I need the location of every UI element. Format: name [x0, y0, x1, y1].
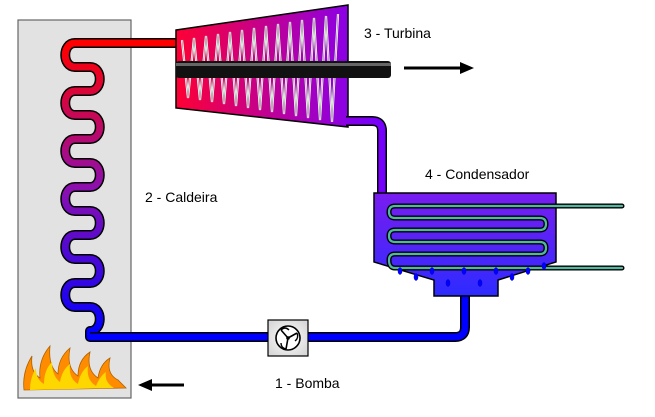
cooling-coil [386, 203, 625, 271]
pump [267, 319, 309, 357]
condenser-label: 4 - Condensador [425, 166, 530, 182]
turbine-label: 3 - Turbina [364, 25, 431, 41]
condensate-droplets [397, 262, 547, 287]
boiler-coil [60, 38, 273, 342]
heat-input-arrow-icon [138, 379, 184, 391]
feedwater-pipe [90, 296, 470, 342]
pump-label: 1 - Bomba [275, 375, 340, 391]
turbine [175, 4, 391, 128]
flame-icon [23, 344, 127, 391]
boiler-label: 2 - Caldeira [145, 189, 218, 205]
exhaust-steam-pipe [346, 116, 387, 194]
work-output-arrow-icon [404, 62, 474, 74]
condenser [373, 192, 625, 297]
pump-fan-icon [275, 325, 301, 351]
